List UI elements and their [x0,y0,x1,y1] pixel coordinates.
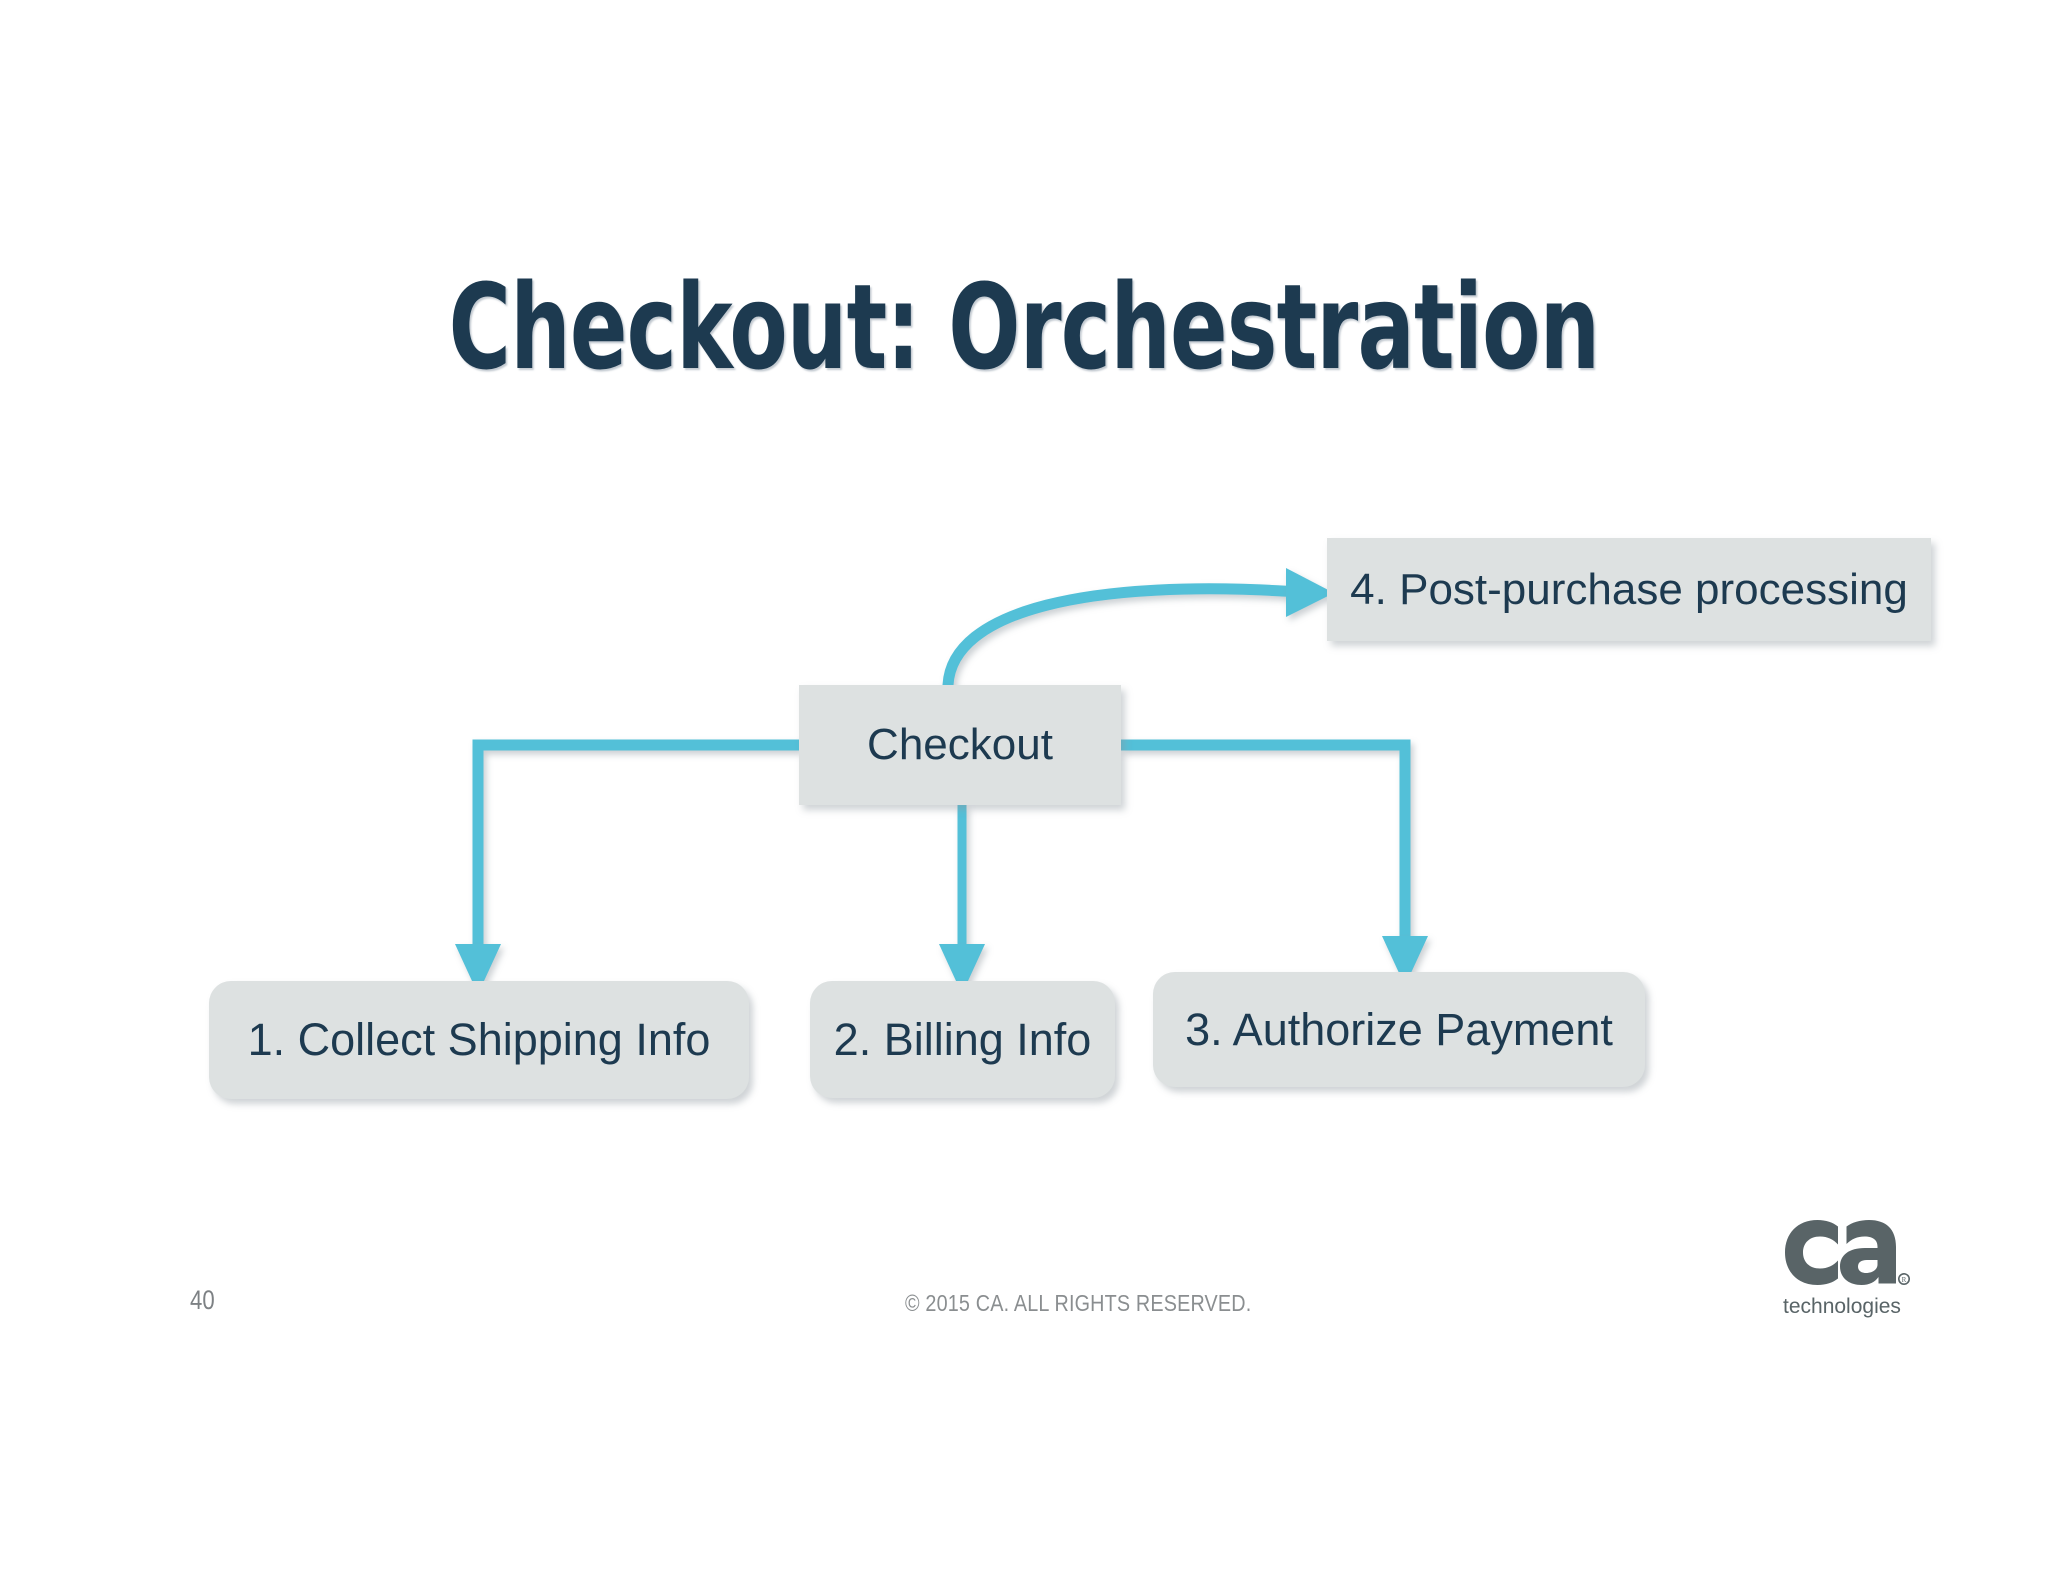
node-billing-label: 2. Billing Info [833,1013,1092,1065]
node-collect-shipping-info[interactable]: 1. Collect Shipping Info [209,981,749,1099]
edge-checkout-to-shipping [472,739,799,952]
ca-logo-wordmark: technologies [1783,1295,1901,1318]
node-checkout-label: Checkout [867,720,1053,769]
ca-logo-letter-a [1840,1220,1896,1285]
node-checkout[interactable]: Checkout [799,685,1121,805]
ca-logo-svg: R technologies [1783,1220,1911,1318]
ca-logo-letter-c [1785,1220,1838,1285]
edge-checkout-to-authorize [1121,739,1411,944]
ca-logo-registered-icon [1898,1272,1911,1285]
node-post-purchase-processing[interactable]: 4. Post-purchase processing [1327,538,1931,641]
page-title: Checkout: Orchestration [448,258,1600,396]
edge-checkout-to-post-purchase [942,583,1306,691]
page-number: 40 [190,1285,215,1315]
node-authorize-payment[interactable]: 3. Authorize Payment [1153,972,1645,1087]
ca-logo-registered-r: R [1902,1276,1907,1284]
node-billing-info[interactable]: 2. Billing Info [810,981,1115,1098]
ca-technologies-logo: R technologies [1783,1216,1918,1321]
node-post-purchase-label: 4. Post-purchase processing [1350,564,1908,614]
copyright-notice: © 2015 CA. ALL RIGHTS RESERVED. [905,1290,1252,1316]
node-shipping-label: 1. Collect Shipping Info [247,1014,711,1065]
node-authorize-label: 3. Authorize Payment [1185,1003,1613,1055]
